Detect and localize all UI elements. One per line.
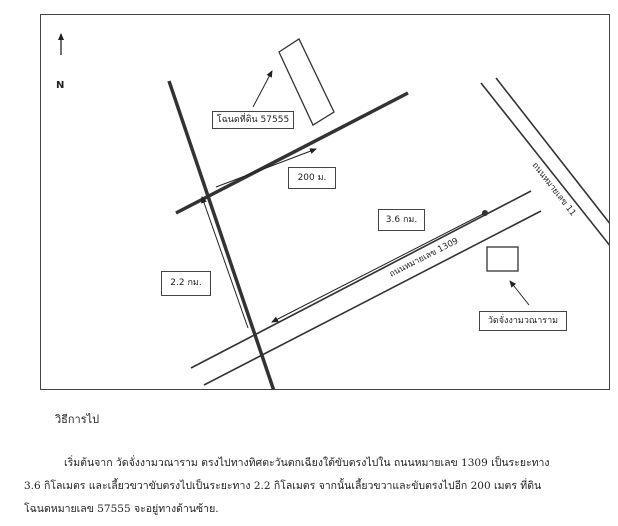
road-north-south	[167, 80, 276, 389]
map-drawing: ถนนหมายเลข 1309 ถนนหมายเลข 11 N	[56, 33, 609, 389]
route-arrow-36km	[271, 213, 484, 323]
directions-heading: วิธีการไป	[55, 413, 100, 426]
route-arrow-200m	[215, 148, 317, 188]
distance-36km-label: 3.6 กม.	[378, 209, 425, 231]
distance-200m-label: 200 ม.	[288, 167, 336, 189]
distance-22km-label: 2.2 กม.	[161, 271, 211, 296]
directions-line-1: เริ่มต้นจาก วัดจั่งงามวณาราม ตรงไปทางทิศ…	[64, 457, 550, 469]
temple-pointer-arrow	[509, 280, 530, 306]
road-11-edge-b	[495, 77, 609, 224]
road-1309-edge-a	[190, 190, 532, 369]
road-11-edge-a	[480, 82, 609, 246]
north-label: N	[56, 80, 64, 91]
directions-text: เริ่มต้นจาก วัดจั่งงามวณาราม ตรงไปทางทิศ…	[24, 452, 608, 521]
directions-line-2: 3.6 กิโลเมตร และเลี้ยวขวาขับตรงไปเป็นระย…	[24, 480, 542, 492]
land-plot	[278, 38, 335, 126]
land-pointer-arrow	[252, 70, 273, 108]
location-map: ถนนหมายเลข 1309 ถนนหมายเลข 11 N โฉนดที่ด…	[40, 14, 610, 390]
road-11-label: ถนนหมายเลข 11	[530, 161, 578, 219]
route-arrow-22km	[201, 196, 249, 329]
start-point	[482, 210, 488, 216]
directions-line-3: โฉนดหมายเลข 57555 จะอยู่ทางด้านซ้าย.	[24, 503, 219, 515]
temple-label: วัดจั่งงามวณาราม	[479, 311, 567, 331]
road-1309-edge-b	[203, 210, 542, 386]
road-east-west	[175, 91, 409, 215]
temple-plot	[486, 246, 519, 272]
land-title-label: โฉนดที่ดิน 57555	[212, 111, 294, 129]
